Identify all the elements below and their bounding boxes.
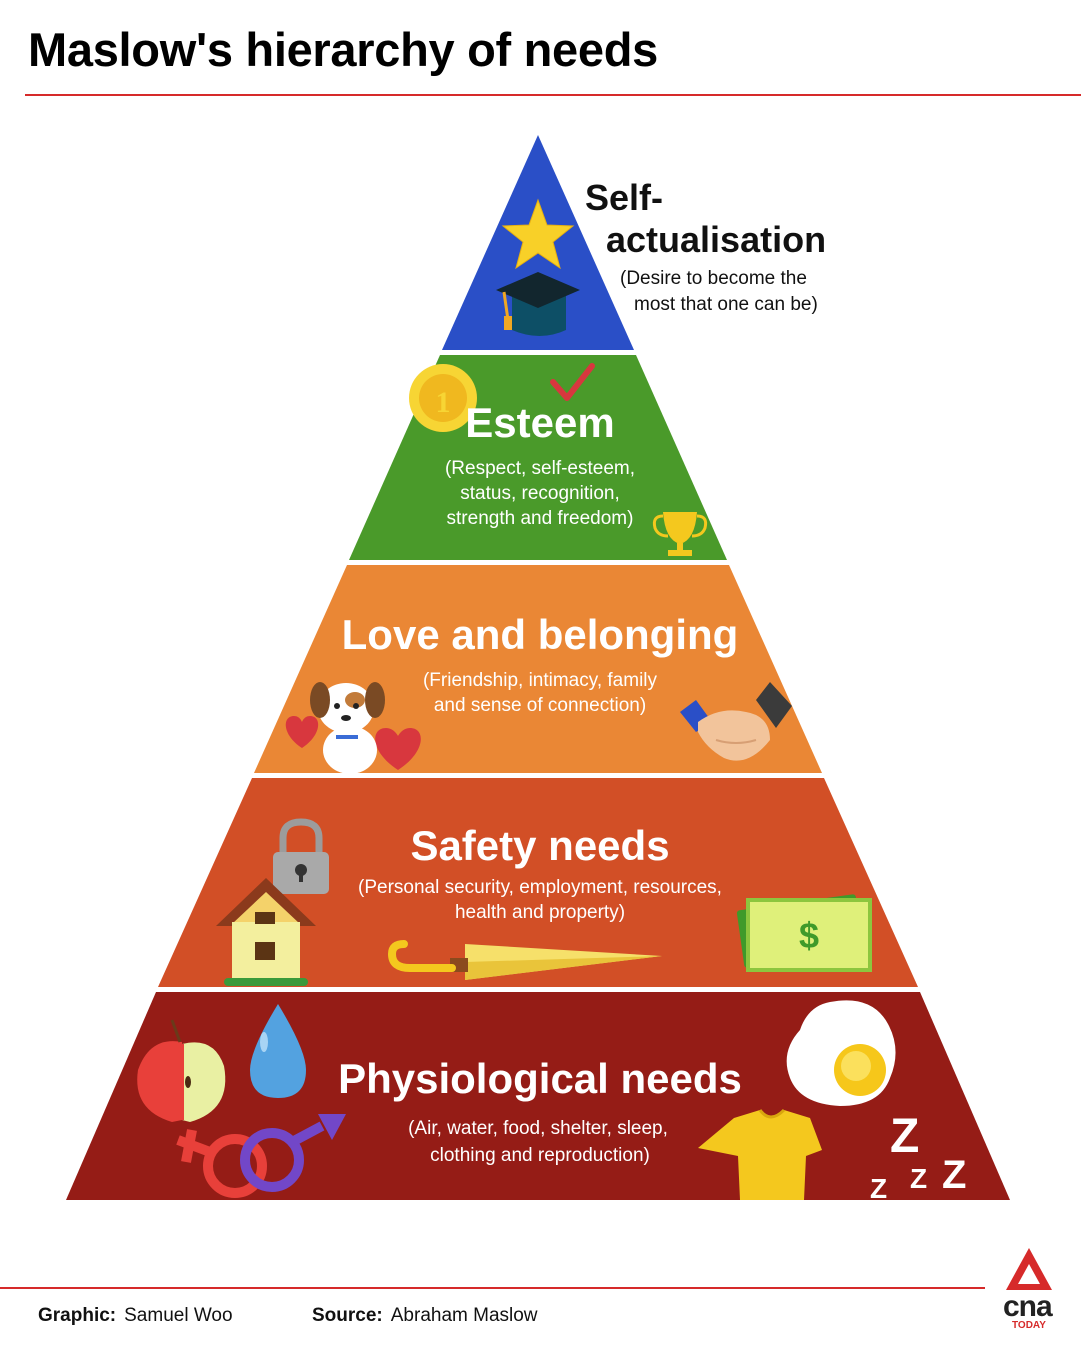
source-label: Source: [312, 1305, 383, 1326]
source-credit: Source: Abraham Maslow [312, 1305, 538, 1327]
self-actualisation-desc-2: most that one can be) [634, 294, 818, 315]
esteem-desc-1: (Respect, self-esteem, [445, 458, 635, 479]
checkmark-icon [550, 363, 595, 401]
self-actualisation-desc-1: (Desire to become the [620, 268, 807, 289]
self-actualisation-title-1: Self- [585, 177, 663, 218]
safety-desc-2: health and property) [455, 902, 625, 923]
safety-desc-1: (Personal security, employment, resource… [358, 877, 722, 898]
physiological-desc-2: clothing and reproduction) [430, 1145, 650, 1166]
t-shirt-icon [698, 1108, 822, 1200]
house-icon [216, 878, 316, 986]
umbrella-icon [387, 940, 662, 980]
esteem-desc-2: status, recognition, [460, 483, 619, 504]
water-drop-icon [250, 1004, 306, 1098]
svg-text:1: 1 [436, 386, 451, 419]
fried-egg-icon [786, 1000, 896, 1106]
graphic-label: Graphic: [38, 1305, 117, 1326]
pyramid-diagram: Self- actualisation (Desire to become th… [66, 135, 1010, 1204]
svg-text:Z: Z [870, 1173, 887, 1204]
love-belonging-desc-2: and sense of connection) [434, 695, 646, 716]
footer-divider [0, 1287, 985, 1289]
handshake-icon [680, 682, 792, 761]
dog-icon [310, 682, 385, 774]
esteem-title: Esteem [465, 399, 614, 446]
gold-medal-icon: 1 [409, 364, 477, 432]
love-belonging-title: Love and belonging [342, 611, 739, 658]
esteem-desc-3: strength and freedom) [447, 508, 634, 529]
love-belonging-desc-1: (Friendship, intimacy, family [423, 670, 658, 691]
svg-text:Z: Z [910, 1163, 927, 1194]
trophy-icon [652, 512, 708, 556]
graduation-cap-icon [496, 272, 580, 336]
page-title: Maslow's hierarchy of needs [28, 23, 658, 76]
source-value: Abraham Maslow [390, 1305, 538, 1326]
sleep-zzz-icon: Z Z Z Z [870, 1110, 966, 1204]
graphic-value: Samuel Woo [124, 1305, 233, 1326]
safety-title: Safety needs [410, 822, 669, 869]
graphic-credit: Graphic: Samuel Woo [38, 1305, 233, 1327]
heart-icon [285, 716, 421, 770]
cna-logo-sub: TODAY [1012, 1320, 1046, 1331]
physiological-title: Physiological needs [338, 1055, 742, 1102]
cna-logo-text: cna [1003, 1290, 1053, 1323]
svg-text:$: $ [799, 915, 819, 956]
cna-logo-mark-icon [1006, 1248, 1052, 1290]
svg-text:Z: Z [890, 1110, 919, 1163]
money-icon: $ [736, 894, 872, 972]
svg-text:Z: Z [942, 1153, 966, 1197]
gender-symbols-icon [176, 1114, 346, 1198]
apple-icon [137, 1019, 226, 1122]
self-actualisation-title-2: actualisation [606, 219, 826, 260]
title-divider [25, 94, 1081, 96]
star-icon [501, 198, 575, 270]
physiological-desc-1: (Air, water, food, shelter, sleep, [408, 1118, 668, 1139]
padlock-icon [273, 818, 329, 894]
pyramid-level-safety [158, 778, 918, 987]
pyramid-level-love-belonging [254, 565, 822, 773]
